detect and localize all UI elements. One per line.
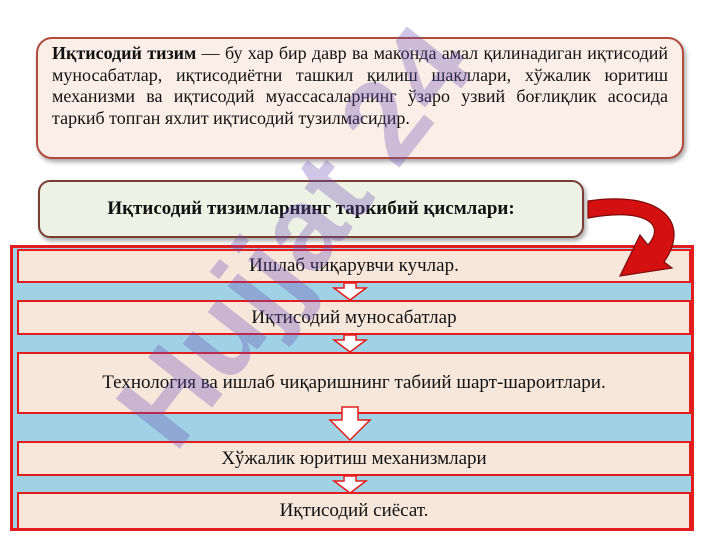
component-row-5: Иқтисодий сиёсат. [17,492,691,530]
component-label-2: Иқтисодий муносабатлар [251,306,457,328]
down-arrow-icon-2 [331,334,369,353]
down-arrow-icon-3 [328,406,372,442]
component-row-2: Иқтисодий муносабатлар [17,300,691,335]
component-label-5: Иқтисодий сиёсат. [279,500,429,521]
definition-body: — бу хар бир давр ва маконда амал қилина… [52,43,669,128]
definition-text: Иқтисодий тизим — бу хар бир давр ва мак… [52,43,668,129]
component-row-1: Ишлаб чиқарувчи кучлар. [17,249,691,283]
down-arrow-icon-1 [331,282,369,301]
down-arrow-icon-4 [331,475,369,494]
section-title: Иқтисодий тизимларнинг таркибий қисмлари… [107,198,515,219]
definition-term: Иқтисодий тизим [52,43,197,63]
definition-box: Иқтисодий тизим — бу хар бир давр ва мак… [36,37,684,159]
component-row-4: Хўжалик юритиш механизмлари [17,441,691,476]
component-label-4: Хўжалик юритиш механизмлари [221,447,487,469]
section-title-box: Иқтисодий тизимларнинг таркибий қисмлари… [38,180,584,238]
component-label-3: Технология ва ишлаб чиқаришнинг табиий ш… [102,372,606,393]
component-row-3: Технология ва ишлаб чиқаришнинг табиий ш… [17,352,691,414]
component-label-1: Ишлаб чиқарувчи кучлар. [249,255,459,276]
